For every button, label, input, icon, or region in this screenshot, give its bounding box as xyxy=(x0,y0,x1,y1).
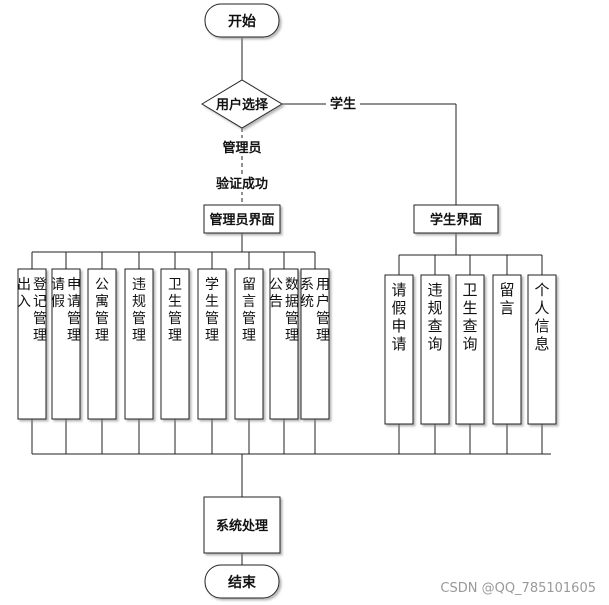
start-label: 开始 xyxy=(228,13,256,30)
end-node: 结束 xyxy=(204,564,280,599)
student-module-2-label: 违规查询 xyxy=(427,281,442,353)
admin-module-1-label: 出入登记管理 xyxy=(17,277,47,344)
student-module-4-label: 留言 xyxy=(499,281,514,317)
admin-module-4-label: 违规管理 xyxy=(132,277,146,344)
admin-module-8-label: 公告数据管理 xyxy=(269,277,299,344)
admin-module-9-label: 系统用户管理 xyxy=(300,277,330,344)
decision-label: 用户选择 xyxy=(215,97,269,113)
student-module-5-label: 个人信息 xyxy=(534,281,549,353)
admin-module-9: 系统用户管理 xyxy=(300,268,330,420)
process-label: 系统处理 xyxy=(216,518,268,534)
student-ui-node: 学生界面 xyxy=(413,204,499,234)
student-module-5: 个人信息 xyxy=(527,274,557,425)
verify-label: 验证成功 xyxy=(216,176,268,192)
start-node: 开始 xyxy=(204,3,280,38)
admin-module-1: 出入登记管理 xyxy=(17,268,47,420)
student-module-4: 留言 xyxy=(492,274,522,425)
student-branch-label: 学生 xyxy=(330,96,356,112)
admin-module-6: 学生管理 xyxy=(197,268,227,420)
admin-module-3: 公寓管理 xyxy=(87,268,117,420)
process-node: 系统处理 xyxy=(203,496,281,554)
admin-ui-node: 管理员界面 xyxy=(203,204,281,234)
admin-module-4: 违规管理 xyxy=(124,268,154,420)
admin-branch-label: 管理员 xyxy=(222,140,261,156)
student-module-3-label: 卫生查询 xyxy=(462,281,477,353)
admin-module-2: 请假申请管理 xyxy=(51,268,81,420)
admin-module-5-label: 卫生管理 xyxy=(168,277,182,344)
user-choice-decision: 用户选择 xyxy=(201,79,283,129)
end-label: 结束 xyxy=(228,574,257,591)
student-module-1: 请假申请 xyxy=(384,274,414,425)
admin-module-8: 公告数据管理 xyxy=(269,268,299,420)
admin-ui-label: 管理员界面 xyxy=(209,212,274,228)
admin-module-7-label: 留言管理 xyxy=(242,277,256,344)
admin-module-3-label: 公寓管理 xyxy=(95,277,109,344)
admin-module-6-label: 学生管理 xyxy=(205,277,219,344)
admin-module-2-label: 请假申请管理 xyxy=(51,277,81,344)
watermark: CSDN @QQ_785101605 xyxy=(440,581,596,596)
admin-module-7: 留言管理 xyxy=(234,268,264,420)
student-module-2: 违规查询 xyxy=(420,274,450,425)
student-module-group: 请假申请 违规查询 卫生查询 留言 个人信息 xyxy=(384,274,557,425)
connector-lines xyxy=(241,38,457,565)
student-module-1-label: 请假申请 xyxy=(391,281,406,353)
student-module-3: 卫生查询 xyxy=(455,274,485,425)
module-connectors xyxy=(31,251,551,455)
student-ui-label: 学生界面 xyxy=(430,212,482,228)
admin-module-5: 卫生管理 xyxy=(160,268,190,420)
